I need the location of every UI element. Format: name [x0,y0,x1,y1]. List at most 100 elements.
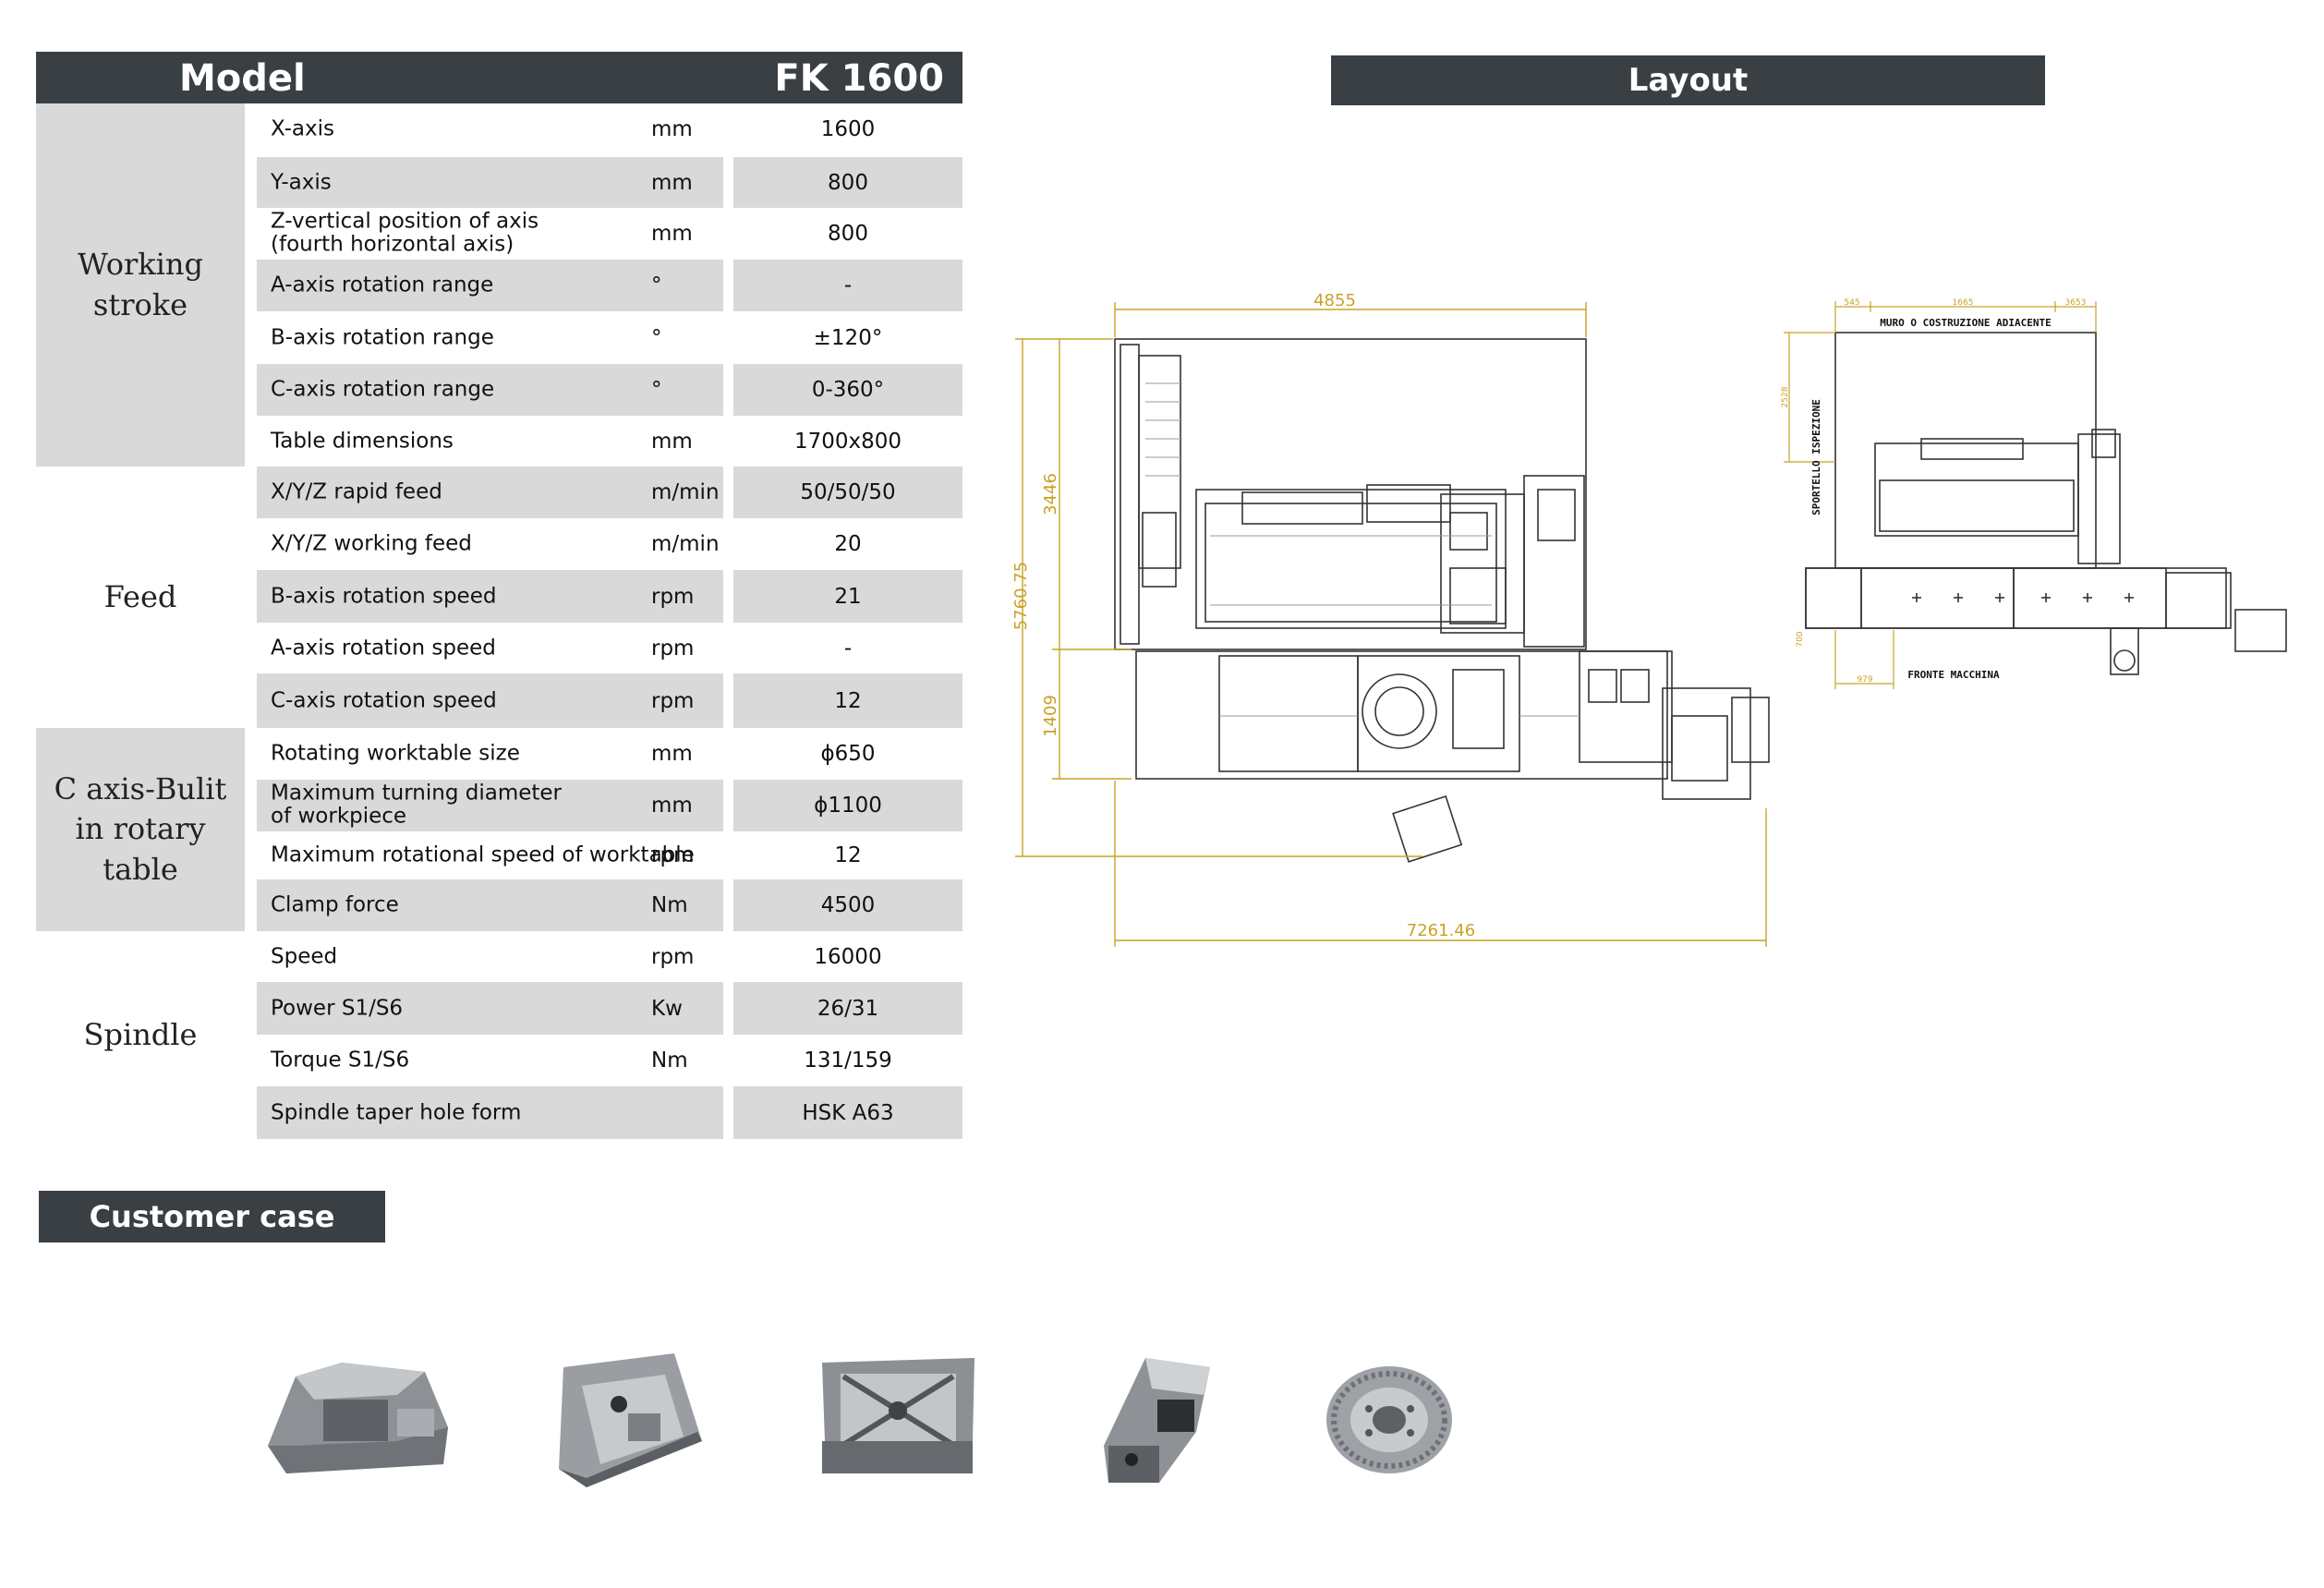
value-cell: 800 [733,208,962,260]
side-dim-f: 2528 [1781,386,1790,407]
value-cell: - [733,623,962,673]
spec-value: 50/50/50 [800,480,896,504]
param-cell: Table dimensions mm [257,416,723,467]
unit-label: mm [651,794,693,818]
dim-bottom: 7261.46 [1407,921,1475,940]
value-cell: HSK A63 [733,1086,962,1139]
spec-value: ϕ1100 [814,794,882,818]
model-label: Model [179,57,306,100]
spec-value: 1600 [820,117,876,141]
param-label: Table dimensions [271,428,454,453]
spec-value: 4500 [820,893,876,917]
param-label: Y-axis [271,169,332,194]
spec-row: Spindle taper hole form HSK A63 [257,1086,962,1139]
param-cell: Rotating worktable size mm [257,728,723,780]
spec-value: 131/159 [804,1049,892,1073]
value-cell: ϕ1100 [733,780,962,831]
param-label: Power S1/S6 [271,995,404,1020]
spec-value: - [843,636,853,661]
housing-part-photo [559,1353,702,1487]
gear-wheel-photo [1326,1366,1452,1473]
side-bottom-label: FRONTE MACCHINA [1907,669,2000,681]
param-cell: C-axis rotation range° [257,364,723,416]
unit-label: m/min [651,480,720,504]
dim-top: 4855 [1313,291,1356,310]
param-cell: B-axis rotation range° [257,311,723,364]
mold-cavity-photo [822,1358,974,1473]
spec-value: 16000 [814,944,882,969]
spec-value: 12 [834,688,862,713]
group-working-stroke: Working stroke [36,103,245,467]
param-label: Z-vertical position of axis (fourth hori… [271,209,539,257]
spec-value: 0-360° [811,378,885,402]
dim-left-lower: 1409 [1041,695,1060,737]
value-cell: ϕ650 [733,728,962,780]
param-cell: C-axis rotation speed rpm [257,673,723,728]
spec-row: C-axis rotation speed rpm 12 [257,673,962,728]
value-cell: 50/50/50 [733,467,962,518]
param-label: Rotating worktable size [271,741,520,766]
spec-row: Z-vertical position of axis (fourth hori… [257,208,962,260]
value-cell: 26/31 [733,982,962,1035]
group-feed: Feed [103,578,177,614]
side-left-label: SPORTELLO ISPEZIONE [1810,399,1822,515]
param-label: Maximum rotational speed of worktable [271,842,695,867]
value-cell: 4500 [733,879,962,931]
value-cell: 0-360° [733,364,962,416]
value-cell: - [733,260,962,311]
unit-label: m/min [651,532,720,556]
unit-label: mm [651,222,693,246]
value-cell: 21 [733,570,962,623]
spec-row: Rotating worktable size mm ϕ650 [257,728,962,780]
spec-row: C-axis rotation range° 0-360° [257,364,962,416]
param-cell: A-axis rotation range° [257,260,723,311]
param-label: Spindle taper hole form [271,1099,522,1124]
spec-value: ϕ650 [820,742,876,766]
unit-label: rpm [651,584,695,609]
param-cell: Power S1/S6 Kw [257,982,723,1035]
unit-label: rpm [651,944,695,969]
unit-label: Kw [651,996,683,1021]
spec-value: HSK A63 [802,1100,894,1125]
unit-label: ° [651,378,662,402]
spec-row: A-axis rotation range° - [257,260,962,311]
side-dim-a: 545 [1844,298,1859,308]
spec-value: 21 [834,584,862,609]
param-label: C-axis rotation speed [271,687,497,712]
spec-value: ±120° [813,325,883,350]
unit-label: rpm [651,636,695,661]
param-label: X-axis [271,116,334,141]
unit-label: mm [651,742,693,766]
spec-value: 26/31 [817,996,879,1021]
value-cell: 131/159 [733,1035,962,1086]
side-top-label: MURO O COSTRUZIONE ADIACENTE [1880,317,2051,329]
model-value: FK 1600 [774,57,944,100]
spec-value: - [843,273,853,297]
value-cell: 800 [733,157,962,208]
unit-label: mm [651,429,693,454]
side-dim-d: 979 [1857,675,1872,685]
param-cell: Spindle taper hole form [257,1086,723,1139]
spec-value: 12 [834,843,862,867]
spec-value: 800 [828,222,868,246]
unit-label: rpm [651,688,695,713]
param-cell: Z-vertical position of axis (fourth hori… [257,208,723,260]
side-dim-e: 700 [1796,631,1805,647]
group-spindle: Spindle [83,1016,198,1052]
param-label: Clamp force [271,892,399,917]
